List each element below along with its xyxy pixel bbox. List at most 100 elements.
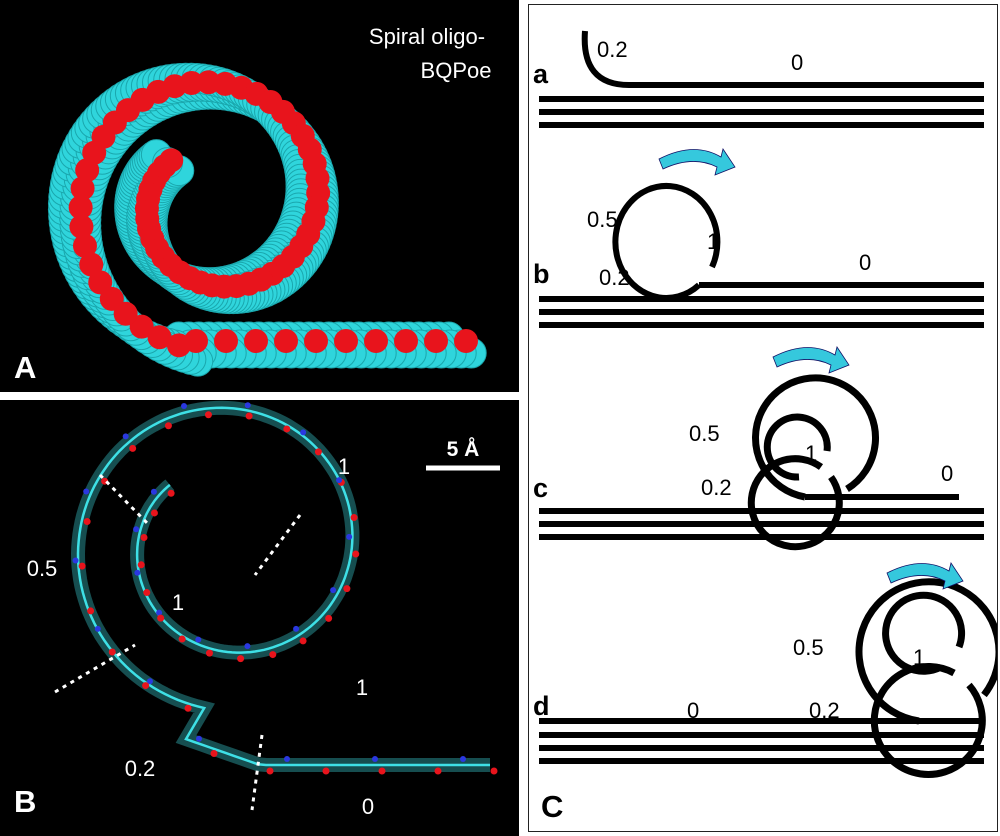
substrate-layers-a [539,96,984,128]
step-a: a 0.2 0 [533,30,984,128]
oxygen-atom [129,314,154,339]
oxygen-mark [205,649,213,657]
oxygen-atom [214,329,238,353]
separator-3 [54,643,136,694]
backbone-band [70,400,490,772]
oxygen-mark [140,533,148,541]
step-a-letter: a [533,59,549,89]
oxygen-mark [167,489,175,497]
step-d-label-4: 0.2 [809,698,840,723]
strand-d-coil [855,578,997,778]
nitrogen-mark [83,488,90,495]
label-bottom-left: 0.2 [125,756,156,781]
step-c-label-2: 1 [805,441,817,466]
nitrogen-mark [122,433,129,440]
oxygen-mark [210,750,218,757]
step-a-label-1: 0.2 [597,37,628,62]
oxygen-mark [343,585,351,593]
oxygen-mark [83,518,91,526]
oxygen-mark [350,514,358,522]
oxygen-mark [143,589,151,597]
oxygen-atom [69,214,94,239]
step-d-label-3: 0 [687,698,699,723]
nitrogen-mark [336,477,343,484]
step-d-letter: d [533,691,550,721]
oxygen-mark [78,562,86,570]
nitrogen-mark [150,488,157,495]
label-outer-top: 1 [338,454,350,479]
nitrogen-mark [300,429,307,436]
substrate-layers-d [539,732,984,764]
space-filling-model-svg: Spiral oligo- BQPoe A [14,24,492,385]
rotation-arrow-c [772,346,850,374]
oxygen-atom [68,195,93,220]
oxygen-atom [79,252,104,277]
nitrogen-mark [330,587,337,594]
oxygen-atom [147,325,172,350]
nitrogen-mark [346,533,353,540]
oxygen-mark [137,561,145,569]
stick-model-svg: 5 Å 1 0.5 1 1 0.2 0 B [14,400,500,819]
panel-a-title-line2: BQPoe [421,58,492,83]
oxygen-mark [490,767,498,775]
step-a-label-2: 0 [791,50,803,75]
step-c: c 0.5 1 0.2 0 [533,346,984,551]
nitrogen-mark [244,402,251,409]
nitrogen-mark [133,526,140,533]
oxygen-atom [159,148,184,173]
oxygen-atom [364,329,388,353]
oxygen-atom [394,329,418,353]
oxygen-mark [204,411,212,419]
step-c-label-3: 0.2 [701,475,732,500]
strand-c-coil [747,374,879,551]
panel-a-title-line1: Spiral oligo- [369,24,485,49]
step-b-letter: b [533,259,550,289]
label-right: 1 [356,675,368,700]
substrate-layers-b [539,296,984,328]
panel-b-stick-model: 5 Å 1 0.5 1 1 0.2 0 B [0,400,519,836]
oxygen-mark [108,648,116,656]
separator-2 [253,514,302,576]
oxygen-atom [424,329,448,353]
nitrogen-mark [146,678,153,685]
label-bottom: 0 [362,794,374,819]
nitrogen-mark [244,643,251,650]
oxygen-mark [184,704,192,712]
nitrogen-mark [94,625,101,632]
step-c-letter: c [533,473,548,503]
spiral-molecule-stick [70,400,498,775]
nitrogen-mark [181,402,188,409]
nitrogen-mark [156,609,163,616]
oxygen-mark [322,767,330,775]
oxygen-atom [454,329,478,353]
oxygen-mark [157,614,165,622]
label-inner: 1 [172,590,184,615]
oxygen-atom [72,233,97,258]
segment-separators [54,473,302,811]
nitrogen-mark [284,756,290,762]
scale-bar-label: 5 Å [447,437,480,461]
oxygen-mark [142,682,150,690]
oxygen-mark [164,422,172,430]
strand-b-loop [612,182,721,301]
step-b: b 0.5 1 0.2 0 [533,148,984,328]
step-d-label-2: 1 [913,645,925,670]
nitrogen-mark [134,569,141,576]
oxygen-atom [244,329,268,353]
oxygen-mark [378,767,386,775]
oxygen-mark [237,655,245,663]
separator-1 [98,473,152,528]
oxygen-mark [283,425,291,433]
label-left: 0.5 [27,556,58,581]
oxygen-mark [87,607,95,615]
oxygen-atom [274,329,298,353]
panel-b-letter: B [14,784,36,819]
oxygen-atom [166,333,191,358]
step-b-label-2: 1 [707,229,719,254]
step-b-label-1: 0.5 [587,207,618,232]
oxygen-atom [88,270,113,295]
step-c-label-4: 0 [941,461,953,486]
nitrogen-mark [72,557,79,564]
oxygen-mark [352,550,360,558]
substrate-layers-c [539,508,984,540]
